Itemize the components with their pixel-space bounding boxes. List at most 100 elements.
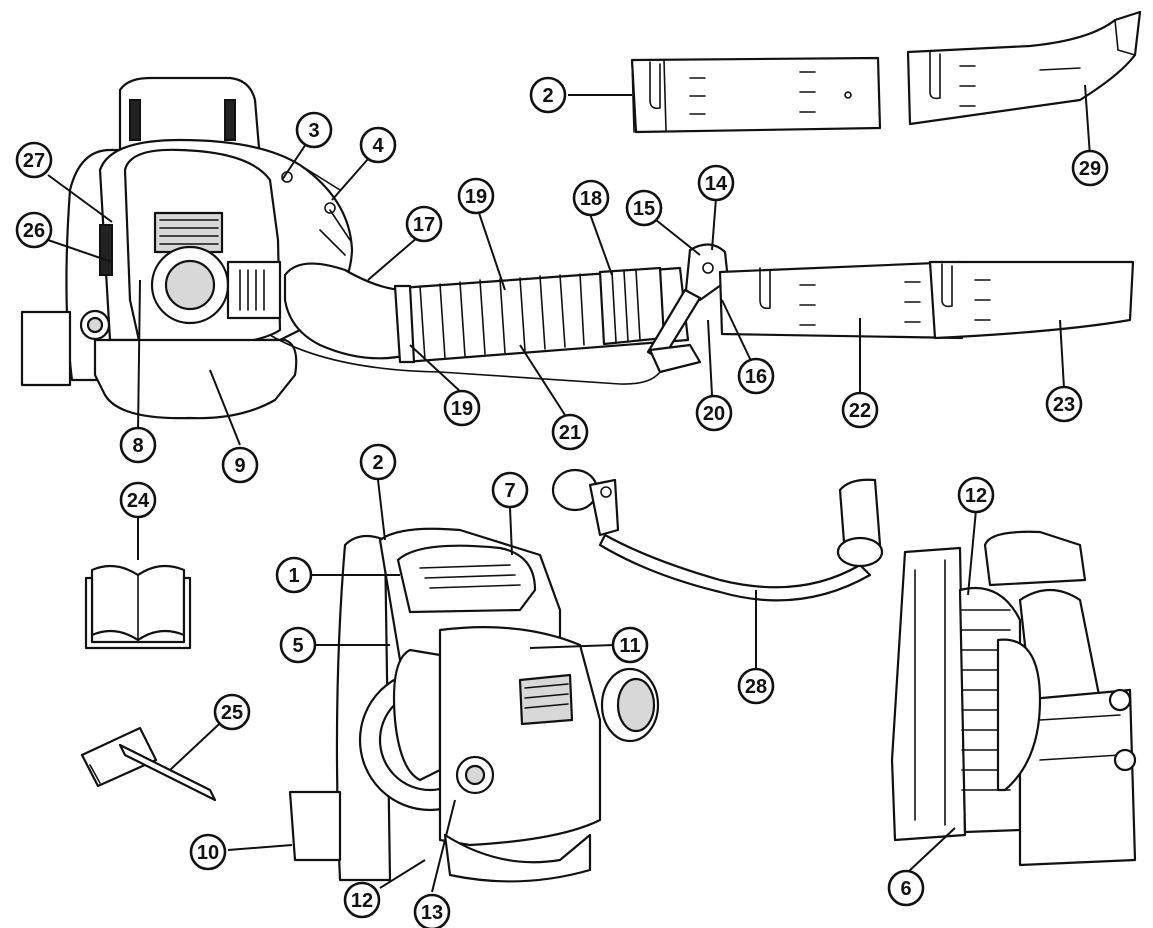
callout-13: 13 <box>413 893 451 928</box>
callout-circle <box>887 869 925 907</box>
callout-19: 19 <box>457 177 495 215</box>
callout-circle <box>491 471 529 509</box>
callout-15: 15 <box>625 189 663 227</box>
callout-number: 28 <box>745 676 767 698</box>
backpack-assembly-rear <box>890 530 1137 867</box>
callout-14: 14 <box>697 164 735 202</box>
callout-number: 21 <box>559 422 581 444</box>
callout-circle <box>221 446 259 484</box>
callout-number: 25 <box>221 702 243 724</box>
blow-tube-extension <box>630 56 882 134</box>
callout-18: 18 <box>572 179 610 217</box>
callout-number: 13 <box>421 902 443 924</box>
callout-number: 23 <box>1053 394 1075 416</box>
callout-3: 3 <box>295 111 333 149</box>
callout-circle <box>213 693 251 731</box>
callout-number: 24 <box>127 490 150 512</box>
callout-circle <box>529 76 567 114</box>
callout-number: 6 <box>900 878 911 900</box>
callout-1: 1 <box>275 556 313 594</box>
callout-number: 1 <box>288 565 299 587</box>
callout-circle <box>611 626 649 664</box>
callout-24: 24 <box>119 481 157 519</box>
callout-circle <box>359 443 397 481</box>
nozzle-tube <box>906 10 1142 126</box>
callout-circle <box>119 426 157 464</box>
callout-4: 4 <box>359 126 397 164</box>
callout-number: 12 <box>351 890 373 912</box>
callout-number: 9 <box>234 455 245 477</box>
callout-23: 23 <box>1045 385 1083 423</box>
callout-circle <box>15 211 53 249</box>
callout-circle <box>695 394 733 432</box>
callout-circle <box>279 626 317 664</box>
callout-12: 12 <box>957 476 995 514</box>
callout-12: 12 <box>343 881 381 919</box>
callout-circle <box>841 391 879 429</box>
callout-9: 9 <box>221 446 259 484</box>
callout-number: 19 <box>465 186 487 208</box>
callout-circle <box>405 205 443 243</box>
callout-number: 5 <box>292 635 303 657</box>
callout-circle <box>737 357 775 395</box>
callout-circle <box>295 111 333 149</box>
flexible-hose <box>393 266 690 364</box>
callout-21: 21 <box>551 413 589 451</box>
engine-block <box>99 148 282 348</box>
callout-circle <box>572 179 610 217</box>
callout-circle <box>189 833 227 871</box>
callout-number: 17 <box>413 214 435 236</box>
callout-circle <box>957 476 995 514</box>
callout-number: 10 <box>197 842 219 864</box>
callout-25: 25 <box>213 693 251 731</box>
callout-number: 11 <box>619 635 640 657</box>
callout-16: 16 <box>737 357 775 395</box>
callout-2: 2 <box>359 443 397 481</box>
callout-circle <box>1045 385 1083 423</box>
callout-circle <box>697 164 735 202</box>
owners-manual-icon <box>84 564 192 650</box>
callout-28: 28 <box>737 667 775 705</box>
callout-circle <box>625 189 663 227</box>
callout-circle <box>413 893 451 928</box>
callout-number: 15 <box>633 198 655 220</box>
callout-number: 3 <box>308 120 319 142</box>
callout-27: 27 <box>15 141 53 179</box>
handle-assembly <box>551 468 884 602</box>
callout-number: 20 <box>703 403 725 425</box>
callout-number: 2 <box>372 452 383 474</box>
callout-number: 8 <box>132 435 143 457</box>
callout-20: 20 <box>695 394 733 432</box>
callout-number: 27 <box>23 150 45 172</box>
callout-number: 19 <box>451 398 473 420</box>
backpack-assembly-side <box>288 527 660 883</box>
callout-number: 26 <box>23 220 45 242</box>
backpack-frame <box>20 76 262 387</box>
callout-22: 22 <box>841 391 879 429</box>
callout-circle <box>359 126 397 164</box>
callout-number: 16 <box>745 366 767 388</box>
callout-circle <box>737 667 775 705</box>
callout-11: 11 <box>611 626 649 664</box>
callout-circle <box>275 556 313 594</box>
combination-wrench <box>80 726 217 802</box>
callout-circle <box>343 881 381 919</box>
callout-number: 22 <box>849 400 871 422</box>
callout-7: 7 <box>491 471 529 509</box>
callout-number: 4 <box>372 135 384 157</box>
callout-29: 29 <box>1071 149 1109 187</box>
callout-17: 17 <box>405 205 443 243</box>
callout-number: 2 <box>542 85 553 107</box>
callout-number: 12 <box>965 485 987 507</box>
main-blow-tube <box>718 260 1135 340</box>
callout-circle <box>119 481 157 519</box>
callout-number: 7 <box>504 480 515 502</box>
callout-number: 14 <box>705 173 728 195</box>
callout-circle <box>1071 149 1109 187</box>
callout-19: 19 <box>443 389 481 427</box>
callout-26: 26 <box>15 211 53 249</box>
callout-number: 29 <box>1079 158 1101 180</box>
callout-6: 6 <box>887 869 925 907</box>
